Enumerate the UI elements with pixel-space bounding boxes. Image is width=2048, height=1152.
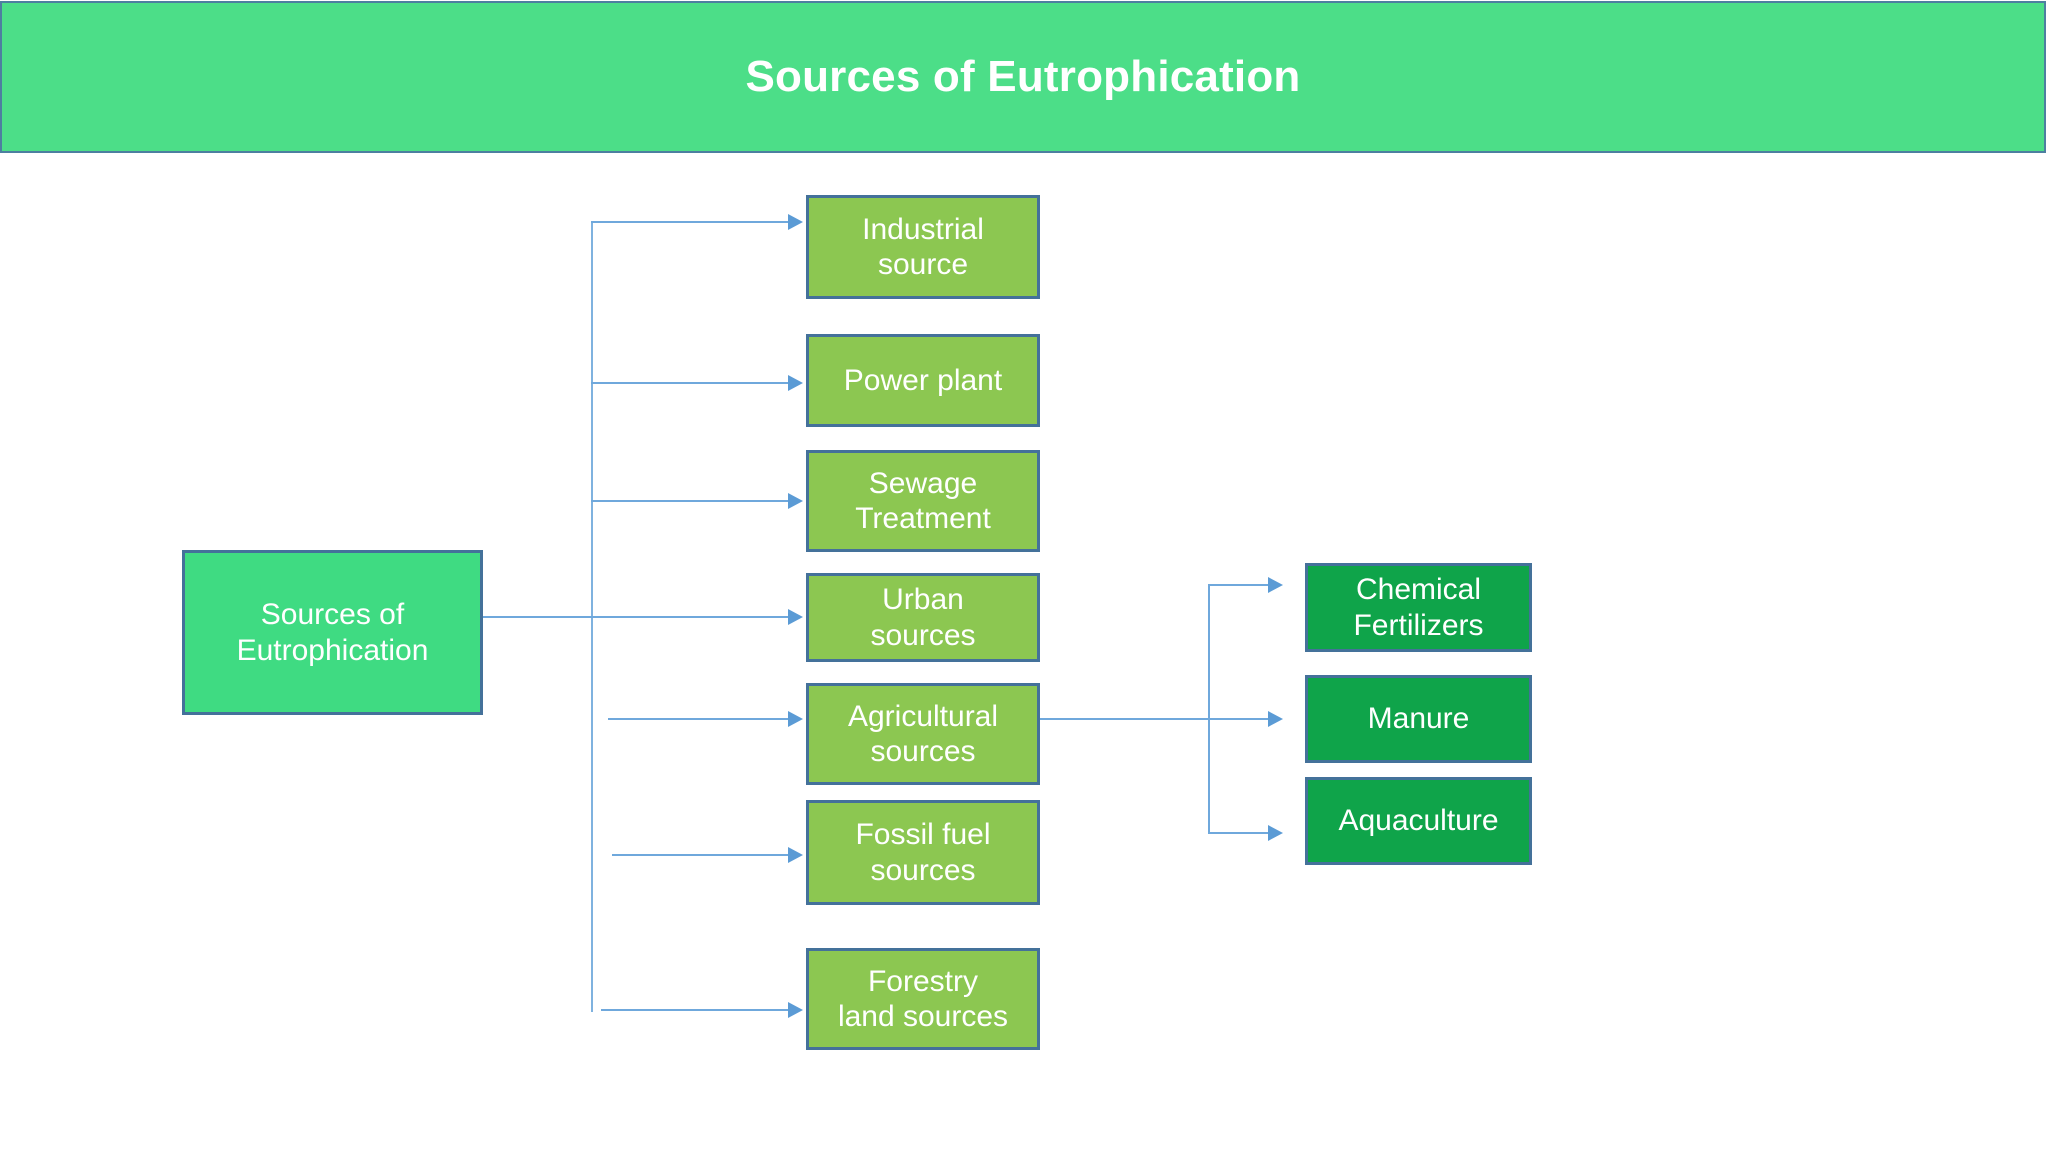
connector-branch-agricultural-sources <box>608 718 800 720</box>
node-label: Chemical Fertilizers <box>1314 572 1523 643</box>
node-label-line1: Power plant <box>843 363 1003 397</box>
node-industrial-source[interactable]: Industrial source <box>806 195 1040 299</box>
connector-branch-sewage-treatment <box>591 500 800 502</box>
node-label-line2: Fertilizers <box>1353 608 1484 642</box>
node-label: Power plant <box>815 363 1031 398</box>
node-label: Industrial source <box>815 212 1031 283</box>
arrowhead-urban-sources <box>788 609 803 625</box>
connector-agricultural-to-subtrunk <box>1040 718 1210 720</box>
node-label: Forestry land sources <box>815 964 1031 1035</box>
node-label-line2: source <box>877 248 969 281</box>
node-label: Urban sources <box>815 582 1031 653</box>
connector-branch-industrial-source <box>591 221 791 223</box>
header-banner: Sources of Eutrophication <box>0 1 2046 153</box>
node-power-plant[interactable]: Power plant <box>806 334 1040 427</box>
connector-branch-aquaculture <box>1208 832 1270 834</box>
node-label: Sources of Eutrophication <box>191 597 474 668</box>
arrowhead-aquaculture <box>1268 825 1283 841</box>
node-sources-of-eutrophication[interactable]: Sources of Eutrophication <box>182 550 483 715</box>
node-label-line1: Industrial <box>862 212 984 246</box>
node-aquaculture[interactable]: Aquaculture <box>1305 777 1532 865</box>
node-manure[interactable]: Manure <box>1305 675 1532 763</box>
node-label-line2: Treatment <box>855 502 991 535</box>
connector-branch-chemical-fertilizers <box>1208 584 1270 586</box>
connector-branch-forestry-land-sources <box>601 1009 800 1011</box>
page-title: Sources of Eutrophication <box>745 51 1301 101</box>
node-label-line2: sources <box>870 853 976 887</box>
connector-root-to-trunk <box>483 616 593 618</box>
connector-sub-trunk <box>1208 585 1210 834</box>
node-label: Sewage Treatment <box>815 466 1031 537</box>
arrowhead-manure <box>1268 711 1283 727</box>
node-sewage-treatment[interactable]: Sewage Treatment <box>806 450 1040 552</box>
connector-branch-power-plant <box>591 382 800 384</box>
node-label: Agricultural sources <box>815 699 1031 770</box>
node-label-line1: Forestry <box>867 964 978 998</box>
node-label-line2: sources <box>870 735 976 768</box>
node-forestry-land-sources[interactable]: Forestry land sources <box>806 948 1040 1050</box>
node-label-line1: Fossil fuel <box>855 818 991 852</box>
node-label: Fossil fuel sources <box>815 817 1031 888</box>
arrowhead-chemical-fertilizers <box>1268 577 1283 593</box>
node-label-line1: Urban <box>882 583 964 617</box>
node-chemical-fertilizers[interactable]: Chemical Fertilizers <box>1305 563 1532 652</box>
node-label-line1: Aquaculture <box>1338 804 1499 838</box>
node-agricultural-sources[interactable]: Agricultural sources <box>806 683 1040 785</box>
connector-branch-manure <box>1208 718 1270 720</box>
node-label-line1: Sewage <box>868 466 978 500</box>
node-fossil-fuel-sources[interactable]: Fossil fuel sources <box>806 800 1040 905</box>
node-label-line1: Agricultural <box>847 699 999 733</box>
node-label: Manure <box>1314 701 1523 736</box>
connector-branch-fossil-fuel-sources <box>612 854 800 856</box>
arrowhead-agricultural-sources <box>788 711 803 727</box>
arrowhead-industrial-source <box>788 214 803 230</box>
arrowhead-power-plant <box>788 375 803 391</box>
connector-branch-urban-sources <box>591 616 800 618</box>
node-label-line2: land sources <box>837 1000 1009 1033</box>
node-label-line1: Sources of <box>260 598 405 632</box>
arrowhead-fossil-fuel-sources <box>788 847 803 863</box>
node-label: Aquaculture <box>1314 803 1523 838</box>
node-label-line1: Chemical <box>1355 573 1482 607</box>
node-label-line2: sources <box>870 618 976 652</box>
node-urban-sources[interactable]: Urban sources <box>806 573 1040 662</box>
arrowhead-forestry-land-sources <box>788 1002 803 1018</box>
arrowhead-sewage-treatment <box>788 493 803 509</box>
node-label-line1: Manure <box>1367 702 1470 736</box>
node-label-line2: Eutrophication <box>236 633 429 667</box>
